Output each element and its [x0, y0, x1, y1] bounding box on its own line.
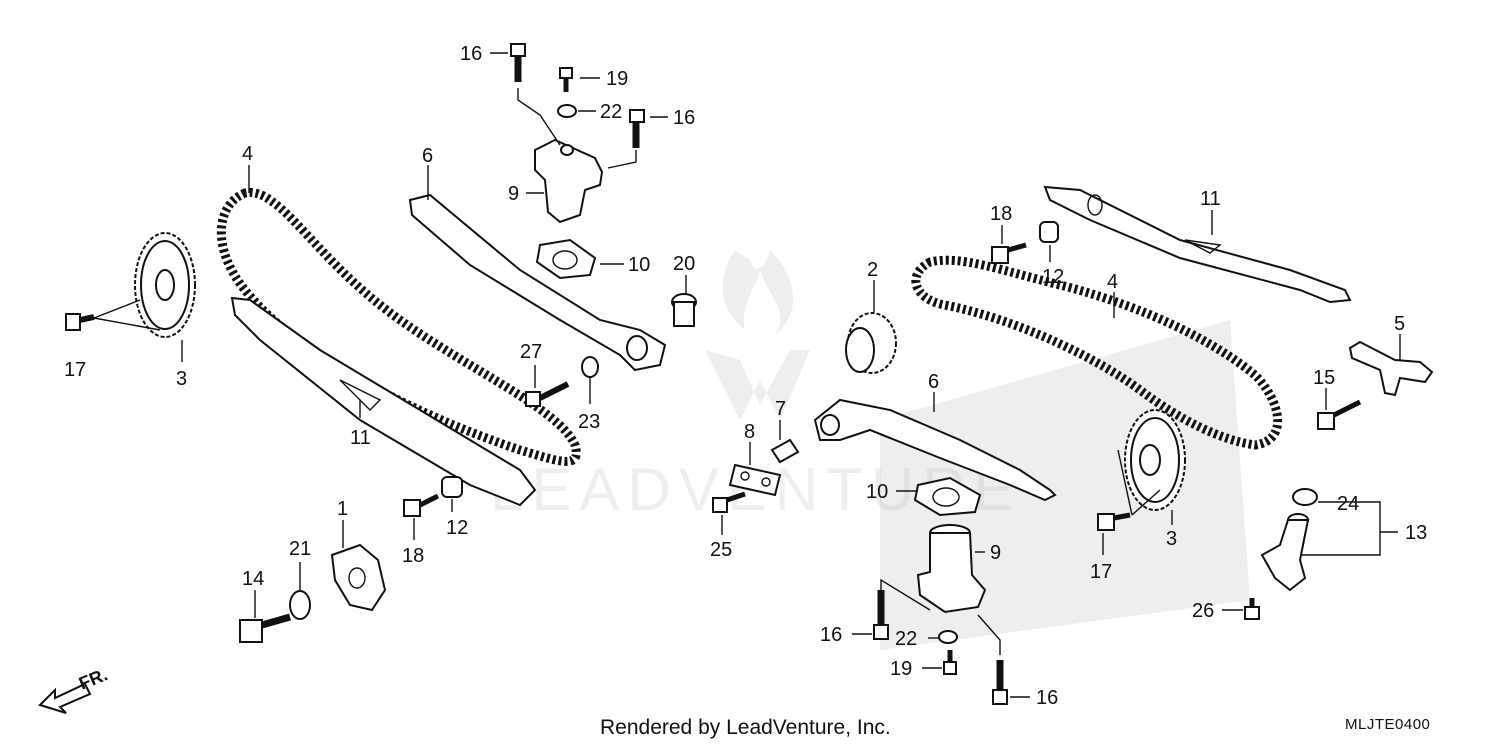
callout-3: 3 [176, 368, 187, 390]
gasket-10-left [535, 238, 597, 280]
sensor-13 [1260, 513, 1310, 592]
bracket-5 [1348, 340, 1434, 397]
plate-8 [728, 463, 782, 497]
callout-4: 4 [242, 143, 253, 165]
gasket-10-right [913, 476, 982, 517]
bolt-14 [239, 613, 291, 643]
callout-22: 22 [600, 101, 622, 123]
cam-sprocket-right [1124, 409, 1186, 511]
callout-labels: 16 19 22 16 9 10 20 4 6 17 3 11 27 23 18… [64, 43, 1427, 709]
callout-26: 26 [1192, 600, 1214, 622]
callout-4: 4 [1107, 271, 1118, 293]
callout-16: 16 [1036, 687, 1058, 709]
callout-6: 6 [928, 371, 939, 393]
callout-3: 3 [1166, 528, 1177, 550]
callout-17: 17 [64, 359, 86, 381]
callout-9: 9 [990, 542, 1001, 564]
callout-5: 5 [1394, 313, 1405, 335]
callout-19: 19 [606, 68, 628, 90]
callout-27: 27 [520, 341, 542, 363]
callout-11: 11 [350, 427, 371, 449]
callout-10: 10 [866, 481, 888, 503]
collar-12-left [441, 476, 463, 498]
diagram-code: MLJTE0400 [1345, 716, 1431, 733]
callout-21: 21 [289, 538, 311, 560]
washer-23 [581, 356, 599, 378]
callout-16: 16 [460, 43, 482, 65]
callout-25: 25 [710, 539, 732, 561]
leader-lines [93, 52, 1401, 698]
pin-7 [770, 438, 800, 464]
washer-21 [289, 590, 311, 620]
bolt-27 [525, 381, 570, 407]
bolt-16-right-top [629, 109, 645, 148]
bolt-17-left [65, 313, 95, 331]
bolt-25 [712, 491, 746, 513]
callout-7: 7 [775, 398, 786, 420]
callout-1: 1 [337, 498, 348, 520]
chain-guide-11-right [1043, 185, 1352, 304]
callout-16: 16 [820, 624, 842, 646]
callout-19: 19 [890, 658, 912, 680]
bolt-18-left [403, 493, 440, 517]
callout-9: 9 [508, 183, 519, 205]
chain-guide-11-left [230, 296, 537, 507]
collar-12-right [1039, 221, 1059, 243]
bolt-26 [1244, 598, 1260, 620]
o-ring-24 [1292, 488, 1318, 506]
rendered-by-credit: Rendered by LeadVenture, Inc. [600, 716, 891, 739]
callout-18: 18 [990, 203, 1012, 225]
cam-chain-left [216, 187, 581, 466]
bolt-16-bottom-left [873, 590, 889, 640]
callout-11: 11 [1200, 188, 1221, 210]
tensioner-9-left [534, 138, 604, 224]
callout-10: 10 [628, 254, 650, 276]
callout-16: 16 [673, 107, 695, 129]
bolt-16-top [510, 43, 526, 82]
callout-2: 2 [867, 259, 878, 281]
callout-24: 24 [1337, 493, 1359, 515]
cam-chain-right [911, 255, 1283, 450]
fr-label: FR. [76, 664, 110, 693]
bolt-19-bottom [943, 650, 957, 675]
callout-23: 23 [578, 411, 600, 433]
drive-gear-2 [845, 312, 897, 374]
callout-6: 6 [422, 145, 433, 167]
callout-14: 14 [242, 568, 264, 590]
tensioner-arm-6-right [813, 398, 1057, 502]
washer-22-top [557, 104, 577, 118]
bolt-17-right [1097, 512, 1131, 531]
tensioner-arm-6-left [408, 193, 667, 372]
callout-12: 12 [446, 517, 468, 539]
washer-22-bottom [938, 630, 958, 644]
callout-20: 20 [673, 253, 695, 275]
callout-18: 18 [402, 545, 424, 567]
callout-15: 15 [1313, 367, 1335, 389]
cam-sprocket-left [134, 232, 196, 338]
callout-12: 12 [1042, 266, 1064, 288]
bolt-16-bottom-right [992, 660, 1008, 705]
tensioner-9-right [916, 524, 987, 614]
bolt-18-right [991, 242, 1027, 264]
bolt-19-top [559, 67, 573, 92]
callout-22: 22 [895, 628, 917, 650]
callout-17: 17 [1090, 561, 1112, 583]
bolt-15 [1317, 399, 1362, 430]
callout-8: 8 [744, 421, 755, 443]
front-direction-arrow: FR. [38, 664, 110, 714]
callout-13: 13 [1405, 522, 1427, 544]
plate-1 [330, 543, 387, 612]
plug-20 [671, 293, 697, 327]
